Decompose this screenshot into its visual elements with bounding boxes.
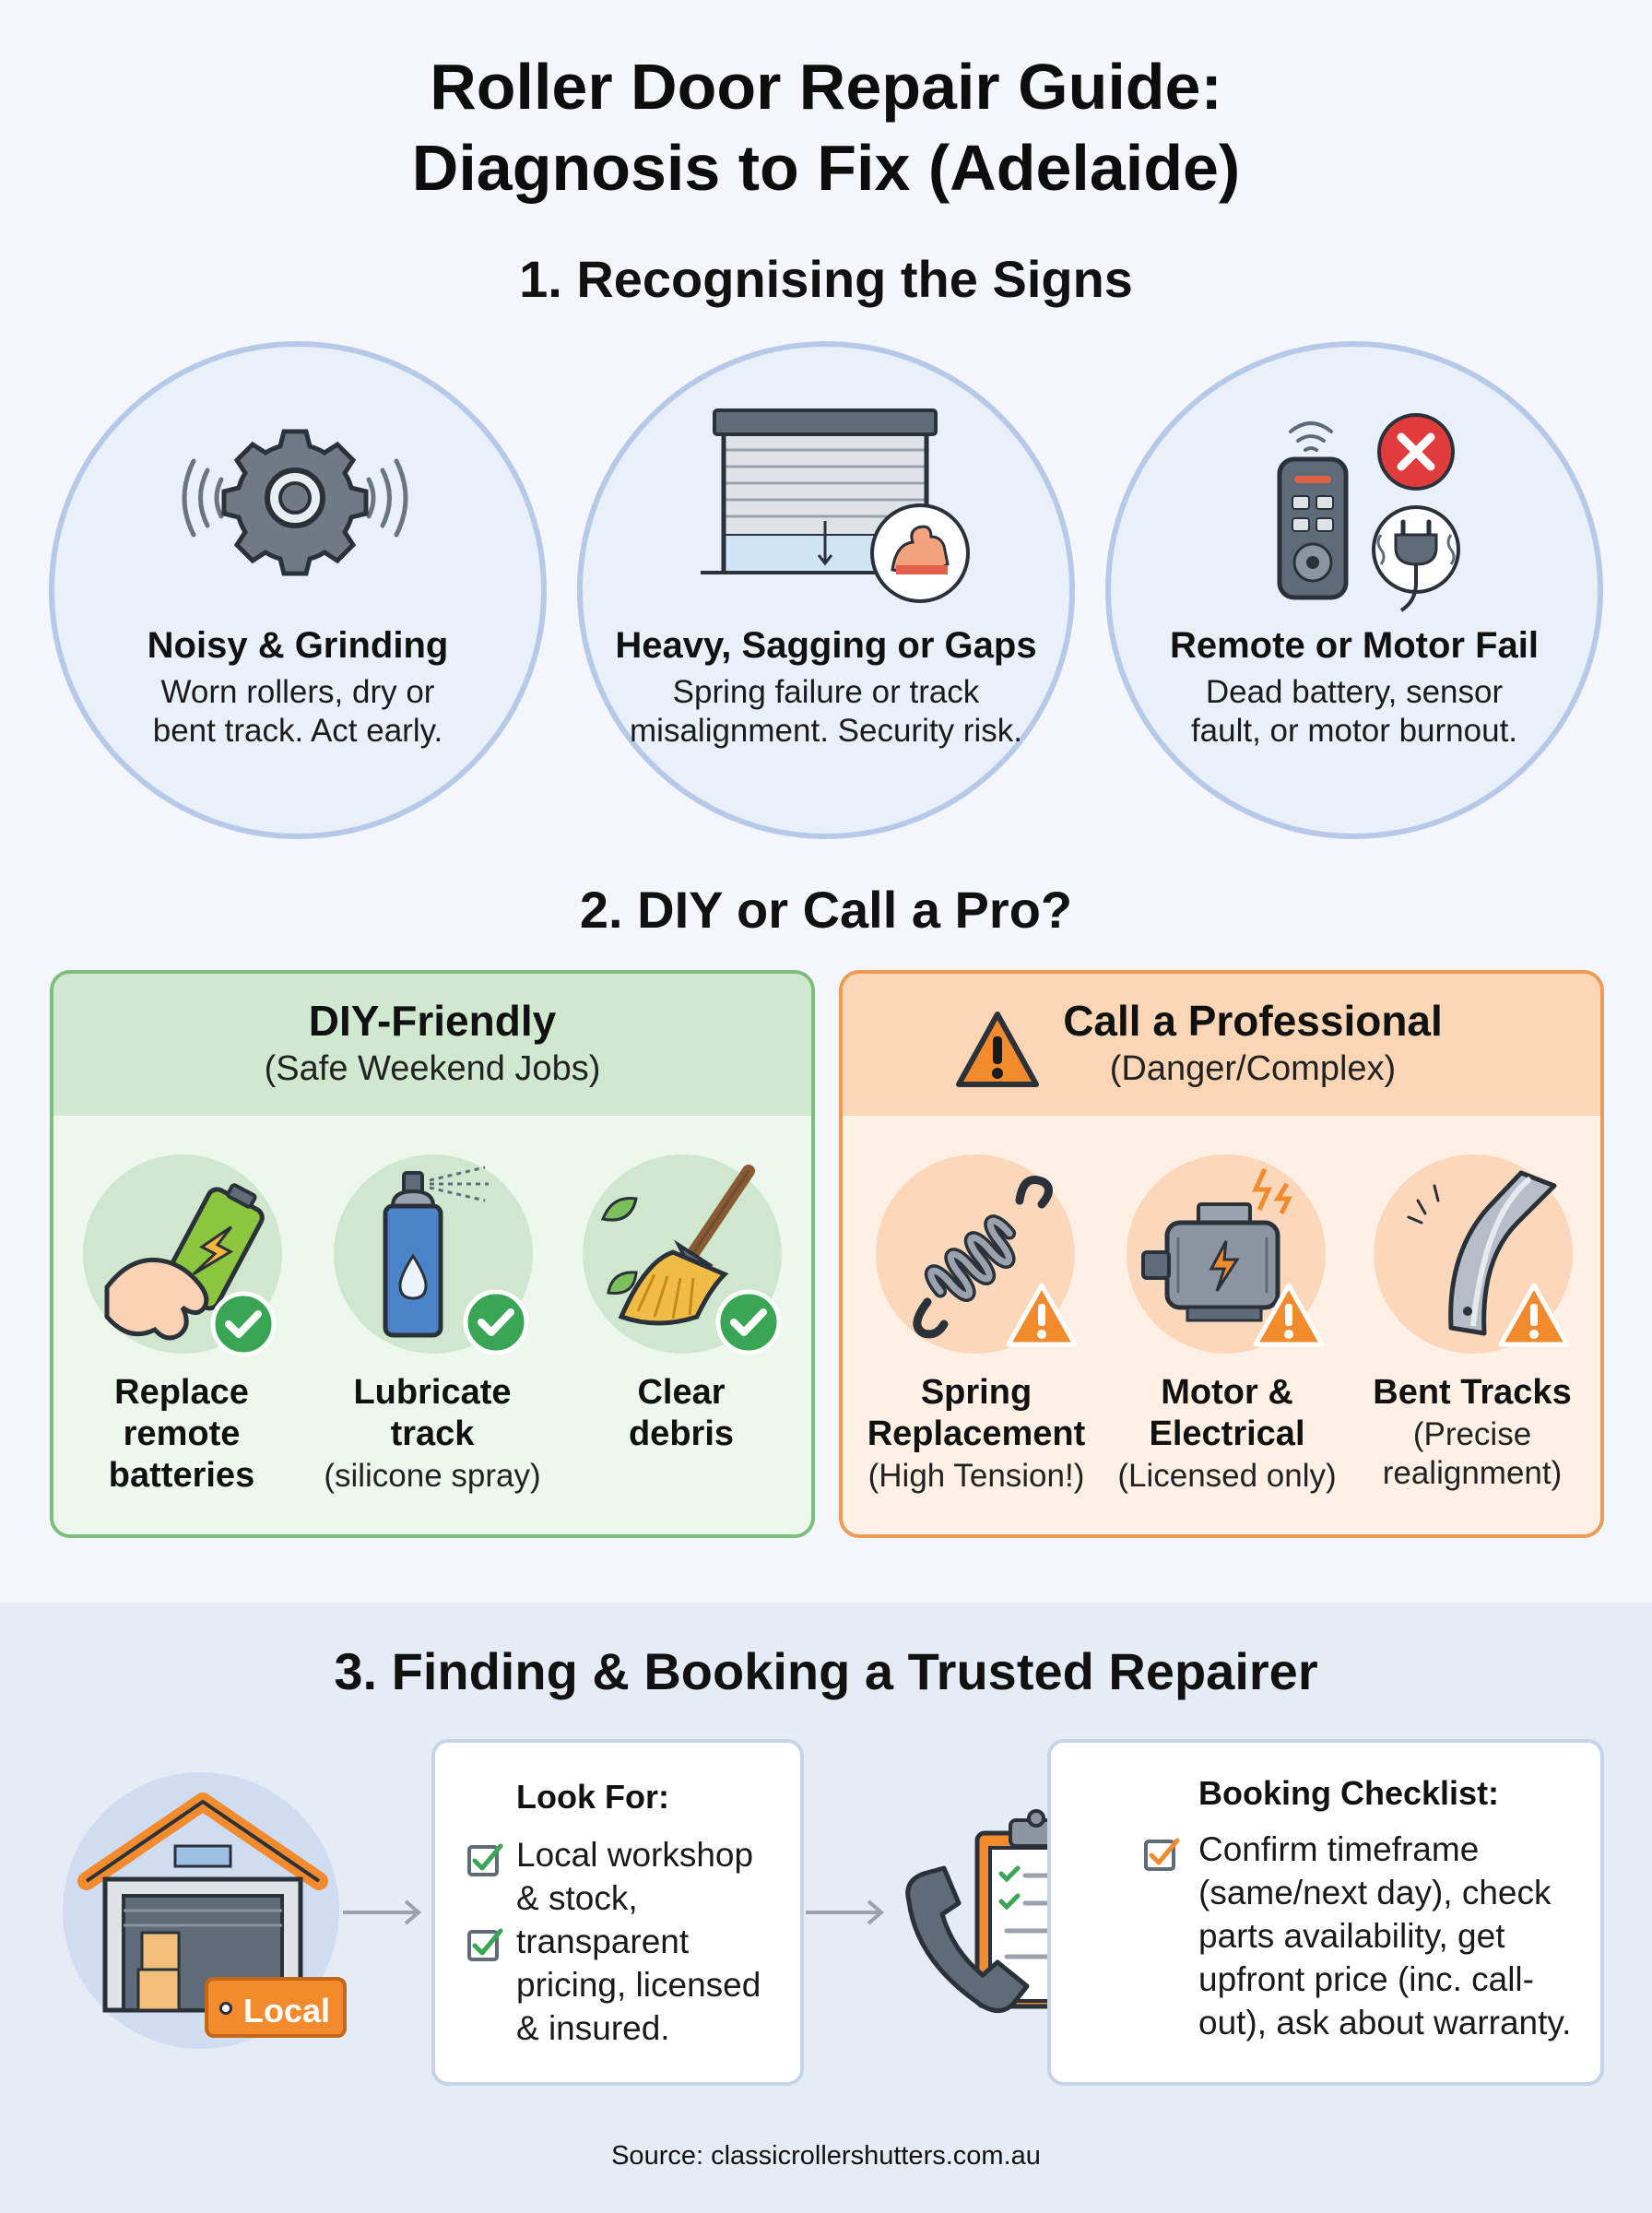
gear-icon (182, 429, 408, 576)
task-label-line: Lubricate (353, 1373, 512, 1412)
section-heading-finding: 3. Finding & Booking a Trusted Repairer (334, 1642, 1318, 1700)
local-tag-label: Local (243, 1992, 331, 2030)
sign-circle-remote (1105, 341, 1603, 839)
sign-desc-noisy: Worn rollers, dry or bent track. Act ear… (49, 673, 547, 751)
pro-panel-subtitle: (Danger/Complex) (1109, 1049, 1397, 1088)
checklist-line: (same/next day), check (1198, 1874, 1552, 1911)
task-label-line: batteries (108, 1456, 255, 1495)
checkbox-icon (1144, 1838, 1180, 1871)
task-label-line: Replace (114, 1373, 249, 1412)
tag-hole-icon (219, 2002, 232, 2015)
roller-door-icon (701, 408, 970, 603)
task-label-tracks: Bent Tracks (1373, 1373, 1572, 1412)
checklist-line: out), ask about warranty. (1198, 2004, 1572, 2041)
task-sub-lubricate: (silicone spray) (324, 1458, 541, 1494)
booking-checklist-card: Booking Checklist: Confirm timeframe (sa… (1047, 1739, 1604, 2086)
checklist-line: upfront price (inc. call- (1198, 1960, 1534, 1998)
task-label-line: remote (123, 1414, 241, 1453)
look-for-line: pricing, licensed (516, 1966, 761, 2004)
diy-panel-subtitle: (Safe Weekend Jobs) (264, 1049, 601, 1088)
task-label-line: Spring (920, 1373, 1032, 1412)
spray-can-icon (383, 1166, 529, 1355)
sign-desc-remote: Dead battery, sensor fault, or motor bur… (1105, 673, 1603, 751)
diy-panel-header: DIY-Friendly (Safe Weekend Jobs) (53, 974, 811, 1116)
task-sub-motor: (Licensed only) (1117, 1458, 1337, 1494)
task-label-line: track (390, 1414, 475, 1453)
section-heading-signs: 1. Recognising the Signs (519, 250, 1133, 308)
sign-title-remote: Remote or Motor Fail (1169, 625, 1540, 666)
sign-desc-line: fault, or motor burnout. (1190, 713, 1518, 749)
task-sub-tracks: (Precise realignment) (1343, 1415, 1601, 1493)
task-sub-spring: (High Tension!) (867, 1458, 1085, 1494)
look-for-title: Look For: (516, 1778, 669, 1816)
look-for-line: transparent (516, 1923, 690, 1960)
task-label-line: debris (628, 1414, 735, 1453)
look-for-item-2: transparent pricing, licensed & insured. (516, 1920, 761, 2050)
title-line-2: Diagnosis to Fix (Adelaide) (411, 132, 1241, 204)
bent-track-icon (1407, 1170, 1570, 1347)
sign-desc-line: misalignment. Security risk. (630, 713, 1022, 749)
sign-desc-line: Worn rollers, dry or (160, 674, 435, 710)
arrow-right-icon (806, 1899, 885, 1925)
task-sub-line: (Precise (1412, 1416, 1532, 1452)
page-title: Roller Door Repair Guide: Diagnosis to F… (0, 46, 1652, 208)
diy-panel-title: DIY-Friendly (308, 997, 557, 1045)
warning-icon (956, 1012, 1039, 1087)
look-for-line: Local workshop (516, 1836, 754, 1874)
motor-icon (1141, 1167, 1325, 1347)
task-label-debris: Clear debris (557, 1372, 806, 1455)
task-label-lubricate: Lubricate track (308, 1372, 557, 1455)
task-label-spring: Spring Replacement (852, 1372, 1101, 1455)
source-credit: Source: classicrollershutters.com.au (611, 2141, 1041, 2171)
task-label-line: Replacement (867, 1414, 1086, 1453)
task-label-line: Motor & (1161, 1373, 1293, 1412)
title-line-1: Roller Door Repair Guide: (430, 51, 1222, 123)
checklist-line: parts availability, get (1198, 1917, 1505, 1955)
task-label-line: Electrical (1149, 1414, 1305, 1453)
checkbox-icon (467, 1843, 503, 1876)
arrow-right-icon (343, 1899, 422, 1925)
task-label-batteries: Replace remote batteries (57, 1372, 306, 1497)
remote-icon (1277, 413, 1460, 612)
checkbox-icon (467, 1928, 503, 1961)
battery-hand-icon (104, 1183, 277, 1357)
pro-panel-header: Call a Professional (Danger/Complex) (843, 974, 1600, 1116)
broom-icon (600, 1165, 782, 1355)
sign-title-noisy: Noisy & Grinding (147, 625, 449, 666)
task-label-line: Clear (637, 1373, 726, 1412)
checklist-text: Confirm timeframe (same/next day), check… (1198, 1828, 1571, 2044)
sign-desc-heavy: Spring failure or track misalignment. Se… (577, 673, 1075, 751)
sign-desc-line: Dead battery, sensor (1205, 674, 1504, 710)
pro-panel-title: Call a Professional (1063, 997, 1443, 1045)
section-heading-diy-or-pro: 2. DIY or Call a Pro? (579, 881, 1073, 939)
checklist-line: Confirm timeframe (1198, 1830, 1480, 1868)
spring-icon (913, 1176, 1078, 1347)
task-label-motor: Motor & Electrical (1103, 1372, 1351, 1455)
checklist-title: Booking Checklist: (1198, 1774, 1500, 1812)
look-for-item-1: Local workshop & stock, (516, 1833, 753, 1920)
look-for-line: & stock, (516, 1879, 638, 1917)
look-for-card: Look For: Local workshop & stock, transp… (431, 1739, 804, 2086)
local-tag: Local (205, 1977, 347, 2038)
sign-circle-noisy (49, 341, 547, 839)
look-for-line: & insured. (516, 2009, 670, 2047)
task-sub-line: realignment) (1382, 1455, 1563, 1491)
sign-desc-line: Spring failure or track (672, 674, 980, 710)
sign-desc-line: bent track. Act early. (152, 713, 443, 749)
sign-title-heavy: Heavy, Sagging or Gaps (615, 625, 1037, 666)
